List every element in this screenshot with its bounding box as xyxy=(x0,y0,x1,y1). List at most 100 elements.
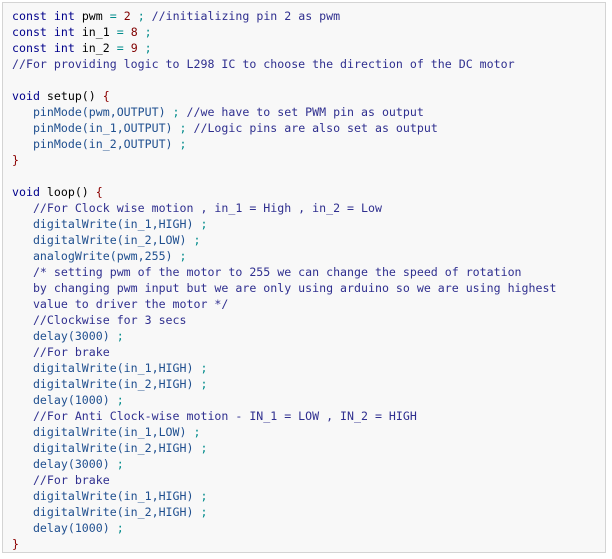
code-line: //For Clock wise motion , in_1 = High , … xyxy=(12,200,605,216)
code-token-keyword: const xyxy=(12,9,47,23)
code-line: delay(1000) ; xyxy=(12,392,605,408)
code-line: void loop() { xyxy=(12,184,605,200)
code-token-keyword: void xyxy=(12,89,40,103)
code-token-brace: { xyxy=(95,185,103,199)
code-token-func: delay(1000) xyxy=(12,521,117,535)
code-token-comment: value to driver the motor */ xyxy=(12,297,229,311)
code-token-comment: //For Anti Clock-wise motion - IN_1 = LO… xyxy=(12,409,417,423)
code-token-comment: //Logic pins are also set as output xyxy=(186,121,438,135)
code-token-op: ; xyxy=(172,105,180,119)
code-token-op: ; xyxy=(179,137,187,151)
code-token-op: ; xyxy=(144,41,152,55)
code-token-op: ; xyxy=(193,425,201,439)
code-line: digitalWrite(in_2,HIGH) ; xyxy=(12,504,605,520)
code-line: pinMode(in_2,OUTPUT) ; xyxy=(12,136,605,152)
code-line: //For providing logic to L298 IC to choo… xyxy=(12,56,605,72)
code-token-op: ; xyxy=(144,25,152,39)
code-token-keyword: void xyxy=(12,185,40,199)
code-token-number: 9 xyxy=(123,41,145,55)
code-token-func: pinMode(in_2,OUTPUT) xyxy=(12,137,180,151)
code-token-comment: by changing pwm input but we are only us… xyxy=(12,281,557,295)
code-token-func: digitalWrite(in_1,HIGH) xyxy=(12,361,201,375)
code-token-plain xyxy=(47,9,54,23)
code-line xyxy=(12,72,605,88)
code-line: } xyxy=(12,152,605,168)
code-line: const int in_1 = 8 ; xyxy=(12,24,605,40)
code-token-op: ; xyxy=(193,233,201,247)
code-token-func: digitalWrite(in_2,LOW) xyxy=(12,233,194,247)
code-token-keyword: const xyxy=(12,41,47,55)
code-token-keyword: int xyxy=(53,9,75,23)
code-token-func: delay(3000) xyxy=(12,329,117,343)
code-block[interactable]: const int pwm = 2 ; //initializing pin 2… xyxy=(2,2,606,553)
code-line: //Clockwise for 3 secs xyxy=(12,312,605,328)
code-token-number: 8 xyxy=(123,25,145,39)
code-token-comment: //For brake xyxy=(12,345,110,359)
code-token-comment: //Clockwise for 3 secs xyxy=(12,313,187,327)
code-token-plain: in_1 xyxy=(74,25,117,39)
code-token-comment: //For Clock wise motion , in_1 = High , … xyxy=(12,201,382,215)
code-token-op: ; xyxy=(179,249,187,263)
code-token-brace: } xyxy=(12,537,19,551)
code-line: delay(3000) ; xyxy=(12,456,605,472)
code-token-brace: { xyxy=(102,89,110,103)
code-token-op: ; xyxy=(137,9,145,23)
code-token-plain: setup() xyxy=(39,89,103,103)
code-token-op: = xyxy=(109,9,117,23)
code-token-op: = xyxy=(116,25,124,39)
code-line: const int in_2 = 9 ; xyxy=(12,40,605,56)
code-token-op: ; xyxy=(200,217,208,231)
code-token-comment: /* setting pwm of the motor to 255 we ca… xyxy=(12,265,522,279)
code-token-op: = xyxy=(116,41,124,55)
code-token-keyword: int xyxy=(53,41,75,55)
code-token-func: delay(1000) xyxy=(12,393,117,407)
code-token-plain xyxy=(47,25,54,39)
code-token-op: ; xyxy=(116,457,124,471)
code-token-comment: //For providing logic to L298 IC to choo… xyxy=(12,57,515,71)
code-token-func: digitalWrite(in_1,HIGH) xyxy=(12,217,201,231)
code-token-brace: } xyxy=(12,153,19,167)
code-line: digitalWrite(in_1,HIGH) ; xyxy=(12,360,605,376)
code-line: digitalWrite(in_2,HIGH) ; xyxy=(12,376,605,392)
code-line: by changing pwm input but we are only us… xyxy=(12,280,605,296)
code-token-func: pinMode(pwm,OUTPUT) xyxy=(12,105,173,119)
code-line: digitalWrite(in_1,HIGH) ; xyxy=(12,216,605,232)
code-line: //For brake xyxy=(12,344,605,360)
code-token-keyword: const xyxy=(12,25,47,39)
code-token-keyword: int xyxy=(53,25,75,39)
code-token-comment: //we have to set PWM pin as output xyxy=(179,105,424,119)
code-token-op: ; xyxy=(116,329,124,343)
code-token-op: ; xyxy=(116,521,124,535)
code-token-func: digitalWrite(in_1,HIGH) xyxy=(12,489,201,503)
code-token-op: ; xyxy=(200,361,208,375)
code-token-func: digitalWrite(in_2,HIGH) xyxy=(12,505,201,519)
code-token-func: digitalWrite(in_2,HIGH) xyxy=(12,441,201,455)
code-token-op: ; xyxy=(179,121,187,135)
code-token-plain xyxy=(47,41,54,55)
code-line: /* setting pwm of the motor to 255 we ca… xyxy=(12,264,605,280)
code-line: digitalWrite(in_2,LOW) ; xyxy=(12,232,605,248)
code-token-plain: pwm xyxy=(74,9,110,23)
code-token-func: digitalWrite(in_1,LOW) xyxy=(12,425,194,439)
code-line xyxy=(12,168,605,184)
code-line: digitalWrite(in_1,LOW) ; xyxy=(12,424,605,440)
code-line: //For brake xyxy=(12,472,605,488)
code-token-number: 2 xyxy=(116,9,138,23)
code-token-op: ; xyxy=(116,393,124,407)
code-line: } xyxy=(12,536,605,552)
code-line: const int pwm = 2 ; //initializing pin 2… xyxy=(12,8,605,24)
code-token-func: digitalWrite(in_2,HIGH) xyxy=(12,377,201,391)
code-token-comment: //initializing pin 2 as pwm xyxy=(144,9,341,23)
code-line: analogWrite(pwm,255) ; xyxy=(12,248,605,264)
code-line: pinMode(pwm,OUTPUT) ; //we have to set P… xyxy=(12,104,605,120)
code-line: pinMode(in_1,OUTPUT) ; //Logic pins are … xyxy=(12,120,605,136)
code-line: delay(3000) ; xyxy=(12,328,605,344)
code-line: delay(1000) ; xyxy=(12,520,605,536)
code-token-op: ; xyxy=(200,441,208,455)
code-line: digitalWrite(in_1,HIGH) ; xyxy=(12,488,605,504)
code-token-op: ; xyxy=(200,505,208,519)
code-token-op: ; xyxy=(200,489,208,503)
code-token-plain: loop() xyxy=(39,185,96,199)
code-token-op: ; xyxy=(200,377,208,391)
code-line: value to driver the motor */ xyxy=(12,296,605,312)
